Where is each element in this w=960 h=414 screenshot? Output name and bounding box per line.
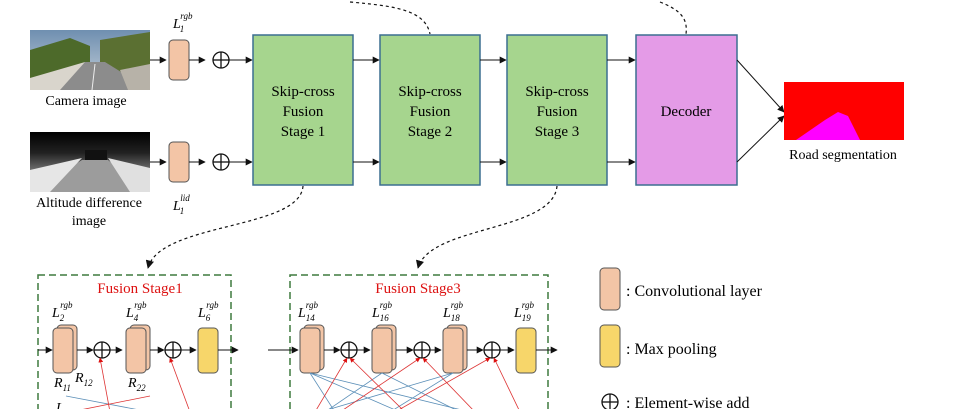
svg-text:Fusion: Fusion: [537, 104, 578, 120]
svg-text:Decoder: Decoder: [661, 104, 712, 120]
svg-text:L19rgb: L19rgb: [513, 300, 534, 323]
fusion-stage-2-block: Skip-cross Fusion Stage 2: [379, 34, 481, 186]
legend-pool-label: : Max pooling: [626, 341, 717, 358]
svg-text:Fusion: Fusion: [410, 104, 451, 120]
svg-text:L4rgb: L4rgb: [125, 300, 147, 323]
max-pool-layer: [197, 327, 219, 374]
svg-text:R12: R12: [74, 371, 93, 388]
element-wise-add-icon: [413, 341, 431, 359]
altitude-caption-line2: image: [72, 214, 106, 229]
conv-layer: [299, 327, 321, 374]
panel-title: Fusion Stage1: [97, 281, 182, 297]
svg-text:L16rgb: L16rgb: [371, 300, 392, 323]
element-wise-add-icon: [93, 341, 111, 359]
svg-text:R22: R22: [127, 376, 146, 393]
altitude-caption-line1: Altitude difference: [36, 196, 142, 211]
svg-text:Skip-cross: Skip-cross: [525, 84, 588, 100]
output-caption: Road segmentation: [789, 148, 897, 163]
legend-pool-swatch: [599, 324, 621, 368]
svg-text:R11: R11: [53, 376, 71, 393]
camera-image: [30, 30, 150, 91]
legend-add-label: : Element-wise add: [626, 395, 750, 409]
conv-layer: [371, 327, 393, 374]
fusion-stage-1-block: Skip-cross Fusion Stage 1: [252, 34, 354, 186]
svg-text:Stage 3: Stage 3: [535, 124, 580, 140]
fusion-stage-3-block: Skip-cross Fusion Stage 3: [506, 34, 608, 186]
element-wise-add-icon: [483, 341, 501, 359]
decoder-block: Decoder: [635, 34, 738, 186]
svg-text:Stage 2: Stage 2: [408, 124, 453, 140]
rgb-entry-conv-layer: [168, 39, 190, 81]
fusion-stage3-detail-panel: Fusion Stage3 L14rgb L: [268, 274, 558, 414]
svg-text:Skip-cross: Skip-cross: [398, 84, 461, 100]
fusion-stage1-detail-panel: Fusion Stage1 L2rgb L4rgb L6rgb R11 R12 …: [37, 274, 239, 414]
svg-text:Fusion: Fusion: [283, 104, 324, 120]
element-wise-add-icon: [340, 341, 358, 359]
conv-layer: [442, 327, 464, 374]
legend-add-icon: [601, 393, 619, 411]
svg-text:L: L: [55, 401, 64, 409]
svg-text:L2rgb: L2rgb: [51, 300, 73, 323]
lid-entry-layer-label: L1lid: [172, 193, 190, 216]
rgb-entry-layer-label: L1rgb: [172, 11, 193, 34]
camera-caption: Camera image: [45, 94, 126, 109]
conv-layer: [125, 327, 147, 374]
element-wise-add-icon: [164, 341, 182, 359]
legend: : Convolutional layer : Max pooling : El…: [599, 267, 763, 412]
lid-entry-conv-layer: [168, 141, 190, 183]
svg-text:L6rgb: L6rgb: [197, 300, 219, 323]
svg-text:Stage 1: Stage 1: [281, 124, 326, 140]
legend-conv-swatch: [599, 267, 621, 311]
conv-layer: [52, 327, 74, 374]
svg-text:Skip-cross: Skip-cross: [271, 84, 334, 100]
panel-title: Fusion Stage3: [375, 281, 460, 297]
legend-conv-label: : Convolutional layer: [626, 283, 763, 300]
element-wise-add-icon: [212, 153, 230, 171]
svg-text:L14rgb: L14rgb: [297, 300, 318, 323]
svg-text:L18rgb: L18rgb: [442, 300, 463, 323]
road-segmentation-image: [784, 82, 904, 140]
altitude-difference-image: [30, 132, 150, 192]
element-wise-add-icon: [212, 51, 230, 69]
max-pool-layer: [515, 327, 537, 374]
